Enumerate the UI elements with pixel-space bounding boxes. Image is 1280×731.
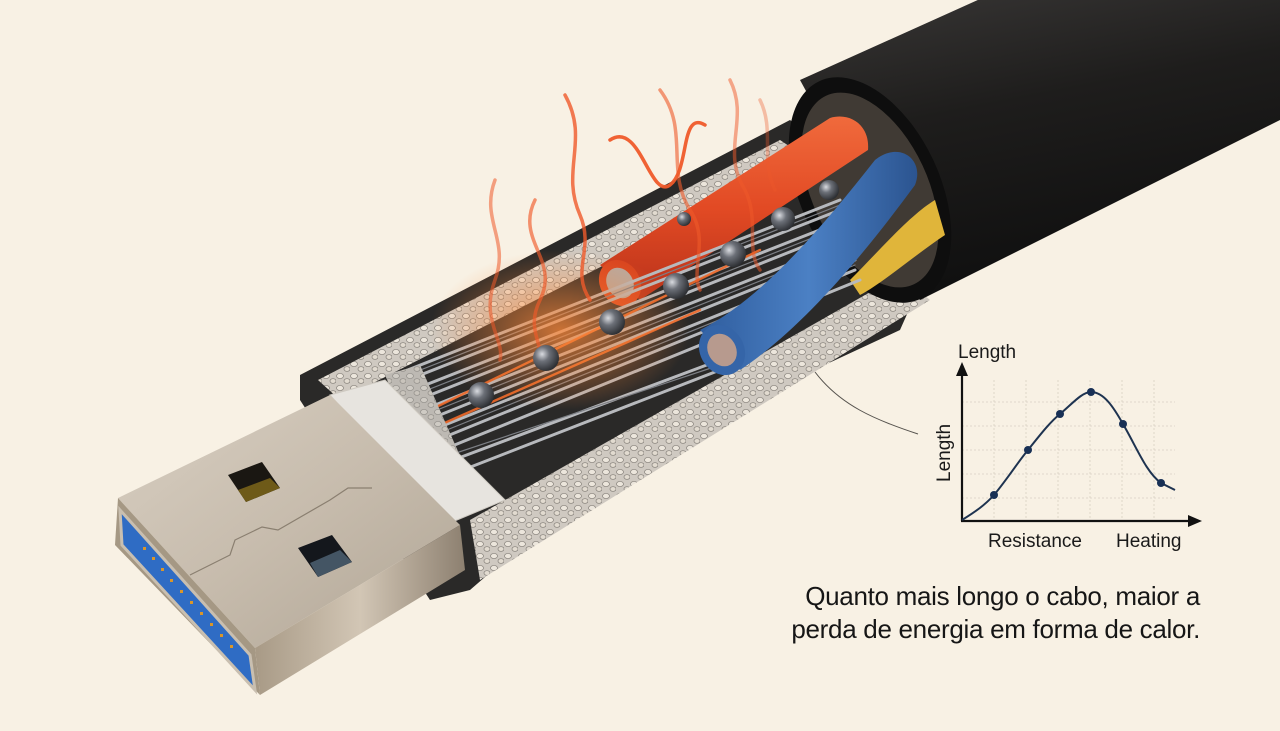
- chart-x-label: Resistance: [988, 531, 1082, 552]
- blue-wire: [698, 151, 918, 376]
- caption-line-1: Quanto mais longo o cabo, maior a: [805, 581, 1200, 611]
- length-chart: Length Length Resistance Heating: [934, 342, 1202, 552]
- chart-grid: [962, 380, 1175, 520]
- leader-line: [814, 371, 919, 435]
- caption-line-2: perda de energia em forma de calor.: [791, 614, 1200, 644]
- chart-markers: [990, 388, 1165, 499]
- usb-pins: [143, 547, 233, 648]
- chart-x-label-right: Heating: [1116, 531, 1182, 552]
- chart-axes: [956, 362, 1202, 527]
- heat-waves: [488, 78, 777, 367]
- usb-a-plug: [115, 395, 465, 695]
- electrons: [468, 180, 839, 408]
- caption: Quanto mais longo o cabo, maior a perda …: [730, 580, 1200, 646]
- chart-y-label: Length: [934, 424, 955, 482]
- yellow-wire: [850, 200, 945, 295]
- chart-title: Length: [958, 342, 1016, 363]
- heat-glow: [430, 250, 690, 410]
